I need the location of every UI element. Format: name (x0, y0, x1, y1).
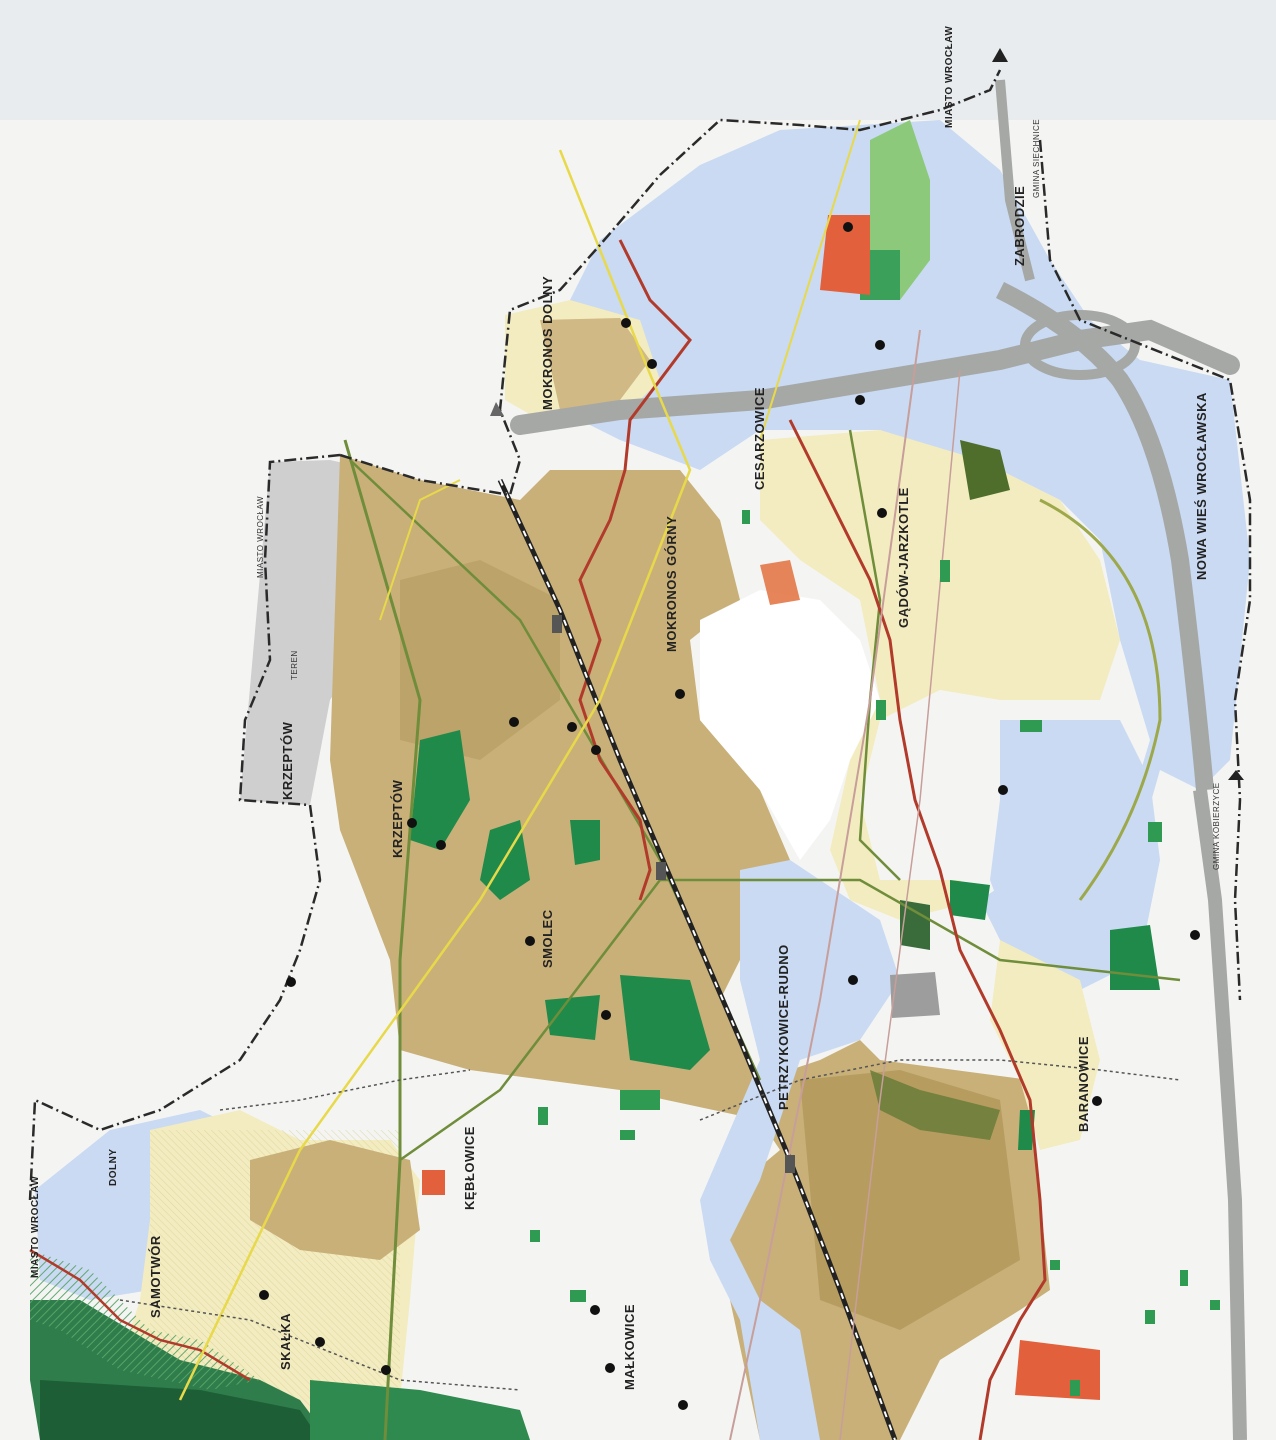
services-zone-kebowice (422, 1170, 445, 1195)
industrial-zone-petrzykowice (700, 860, 900, 1440)
label-nowa-wies-wroclawska: NOWA WIEŚ WROCŁAWSKA (1194, 392, 1209, 580)
power-line-2 (379, 479, 461, 621)
label-gmina-siechnice: GMINA SIECHNICE (1032, 118, 1041, 198)
label-mokronos-gorny: MOKRONOS GÓRNY (664, 515, 679, 652)
small-green-patches (530, 510, 1220, 1396)
label-krzeptow: KRZEPTÓW (390, 779, 405, 858)
residential-zone-baranowice (990, 940, 1100, 1150)
internal-road-1 (699, 1059, 1181, 1121)
municipal-boundary-west (28, 453, 341, 1201)
label-keblowice: KĘBŁOWICE (462, 1126, 477, 1210)
railway-station-south (656, 862, 666, 880)
pipeline-1 (729, 329, 921, 1440)
river-line-east (788, 419, 1047, 1440)
forest-east-2 (950, 880, 990, 920)
road-south (399, 878, 1181, 1162)
interchange-loop (1020, 310, 1140, 380)
agri-mokronos-dolny (540, 318, 650, 410)
power-line-1 (178, 149, 692, 1401)
services-zone-zabrodzie (820, 215, 870, 295)
label-zabrodzie: ZABRODZIE (1012, 185, 1027, 266)
label-baranowice: BARANOWICE (1076, 1036, 1091, 1132)
railway-line-ties (499, 479, 896, 1440)
residential-zone-gadow (760, 430, 1120, 920)
label-samotwor: SAMOTWÓR (148, 1235, 163, 1318)
internal-road-3 (119, 1299, 521, 1391)
settlement-markers (259, 222, 1200, 1410)
forest-smolec-west (545, 995, 600, 1040)
outer-area-shade (0, 0, 1276, 120)
power-line-3 (759, 119, 861, 441)
boundary-arrow-west (490, 402, 504, 416)
label-teren: TEREN (290, 650, 299, 680)
industrial-zone-east (990, 720, 1160, 990)
label-krzeptow-west: KRZEPTÓW (280, 721, 295, 800)
forest-petrzykowice (900, 900, 930, 950)
agricultural-zone-dark (400, 560, 560, 760)
railway-station-smolec (552, 615, 562, 633)
forest-south-small (310, 1380, 530, 1440)
technical-zone-petrzykowice (890, 972, 940, 1018)
river-southwest (29, 1248, 251, 1382)
label-miasto-wroclaw-w: MIASTO WROCŁAW (256, 495, 265, 578)
road-loop-east (1039, 498, 1162, 901)
pipeline-2 (839, 369, 961, 1440)
railway-station-petrzykowice (785, 1155, 795, 1173)
label-gmina-kobierzyce: GMINA KOBIERZYCE (1212, 782, 1221, 870)
boundary-arrow-east (1228, 770, 1244, 780)
motorway-interchange (995, 281, 1214, 791)
forest-south-block (870, 1070, 1000, 1140)
forest-smolec-south (620, 975, 710, 1070)
label-petrzykowice-rudno: PETRZYKOWICE-RUDNO (776, 944, 791, 1110)
services-zone-south (1015, 1340, 1100, 1400)
label-malkowice: MAŁKOWICE (622, 1303, 637, 1390)
forest-jarzkotle (960, 440, 1010, 500)
label-miasto-wroclaw-ne: MIASTO WROCŁAW (944, 25, 955, 128)
forest-dark-south (40, 1380, 320, 1440)
road-kobierzyce (1193, 789, 1247, 1440)
road-main-west (343, 439, 422, 1440)
river-line (578, 239, 692, 901)
boundary-arrow-north (992, 48, 1008, 62)
road-ne-spur (995, 79, 1035, 282)
open-area-center (700, 590, 880, 860)
internal-road-2 (219, 1069, 471, 1111)
label-mokronos-dolny: MOKRONOS DOLNY (540, 275, 555, 410)
services-zone-cesarzowice (760, 560, 800, 605)
label-gadow-jarzkotle: GĄDÓW-JARZKOTLE (896, 487, 911, 628)
label-dolny: DOLNY (108, 1148, 119, 1187)
motorway-a8 (510, 319, 1240, 435)
label-miasto-wroclaw-sw: MIASTO WROCŁAW (30, 1175, 41, 1278)
label-smolec: SMOLEC (540, 909, 555, 968)
municipal-boundary (339, 69, 1252, 1001)
label-cesarzowice: CESARZOWICE (752, 387, 767, 490)
agricultural-zone-southwest (250, 1140, 420, 1260)
forest-krzeptow (410, 730, 470, 850)
forest-smolec-2 (570, 820, 600, 865)
label-skalka: SKAŁKA (278, 1312, 293, 1370)
